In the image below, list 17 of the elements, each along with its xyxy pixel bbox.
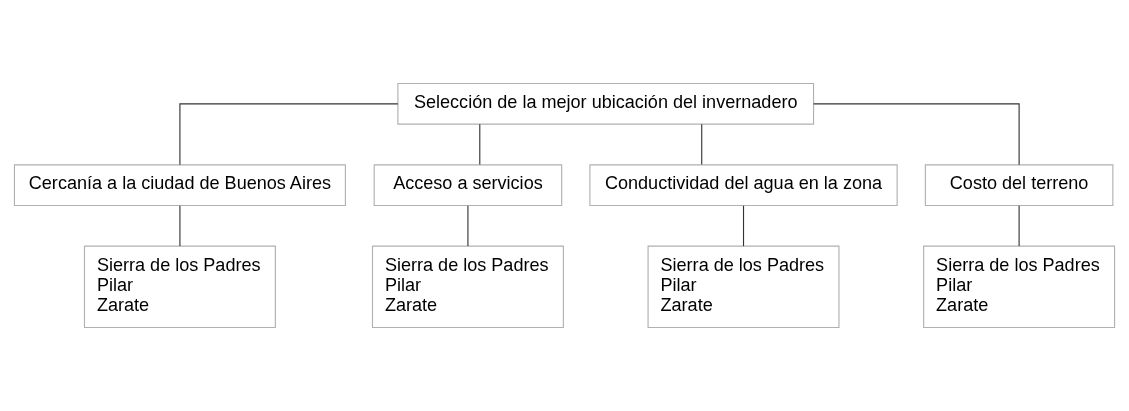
node-box: Conductividad del agua en la zona (589, 164, 898, 207)
node-box: Sierra de los Padres Pilar Zarate (83, 245, 276, 329)
connector (179, 103, 399, 166)
node-box: Acceso a servicios (373, 164, 563, 207)
connector (1018, 205, 1020, 247)
connector (479, 123, 481, 165)
connector (467, 205, 469, 247)
connector (179, 205, 181, 247)
node-box: Sierra de los Padres Pilar Zarate (647, 245, 840, 329)
node-box: Sierra de los Padres Pilar Zarate (371, 245, 564, 329)
node-box: Costo del terreno (924, 164, 1114, 207)
node-box: Sierra de los Padres Pilar Zarate (923, 245, 1116, 329)
connector (813, 103, 1020, 166)
node-box: Cercanía a la ciudad de Buenos Aires (13, 164, 346, 207)
connector (701, 123, 703, 165)
connector (742, 205, 745, 247)
node-box: Selección de la mejor ubicación del invernadero (397, 82, 815, 125)
